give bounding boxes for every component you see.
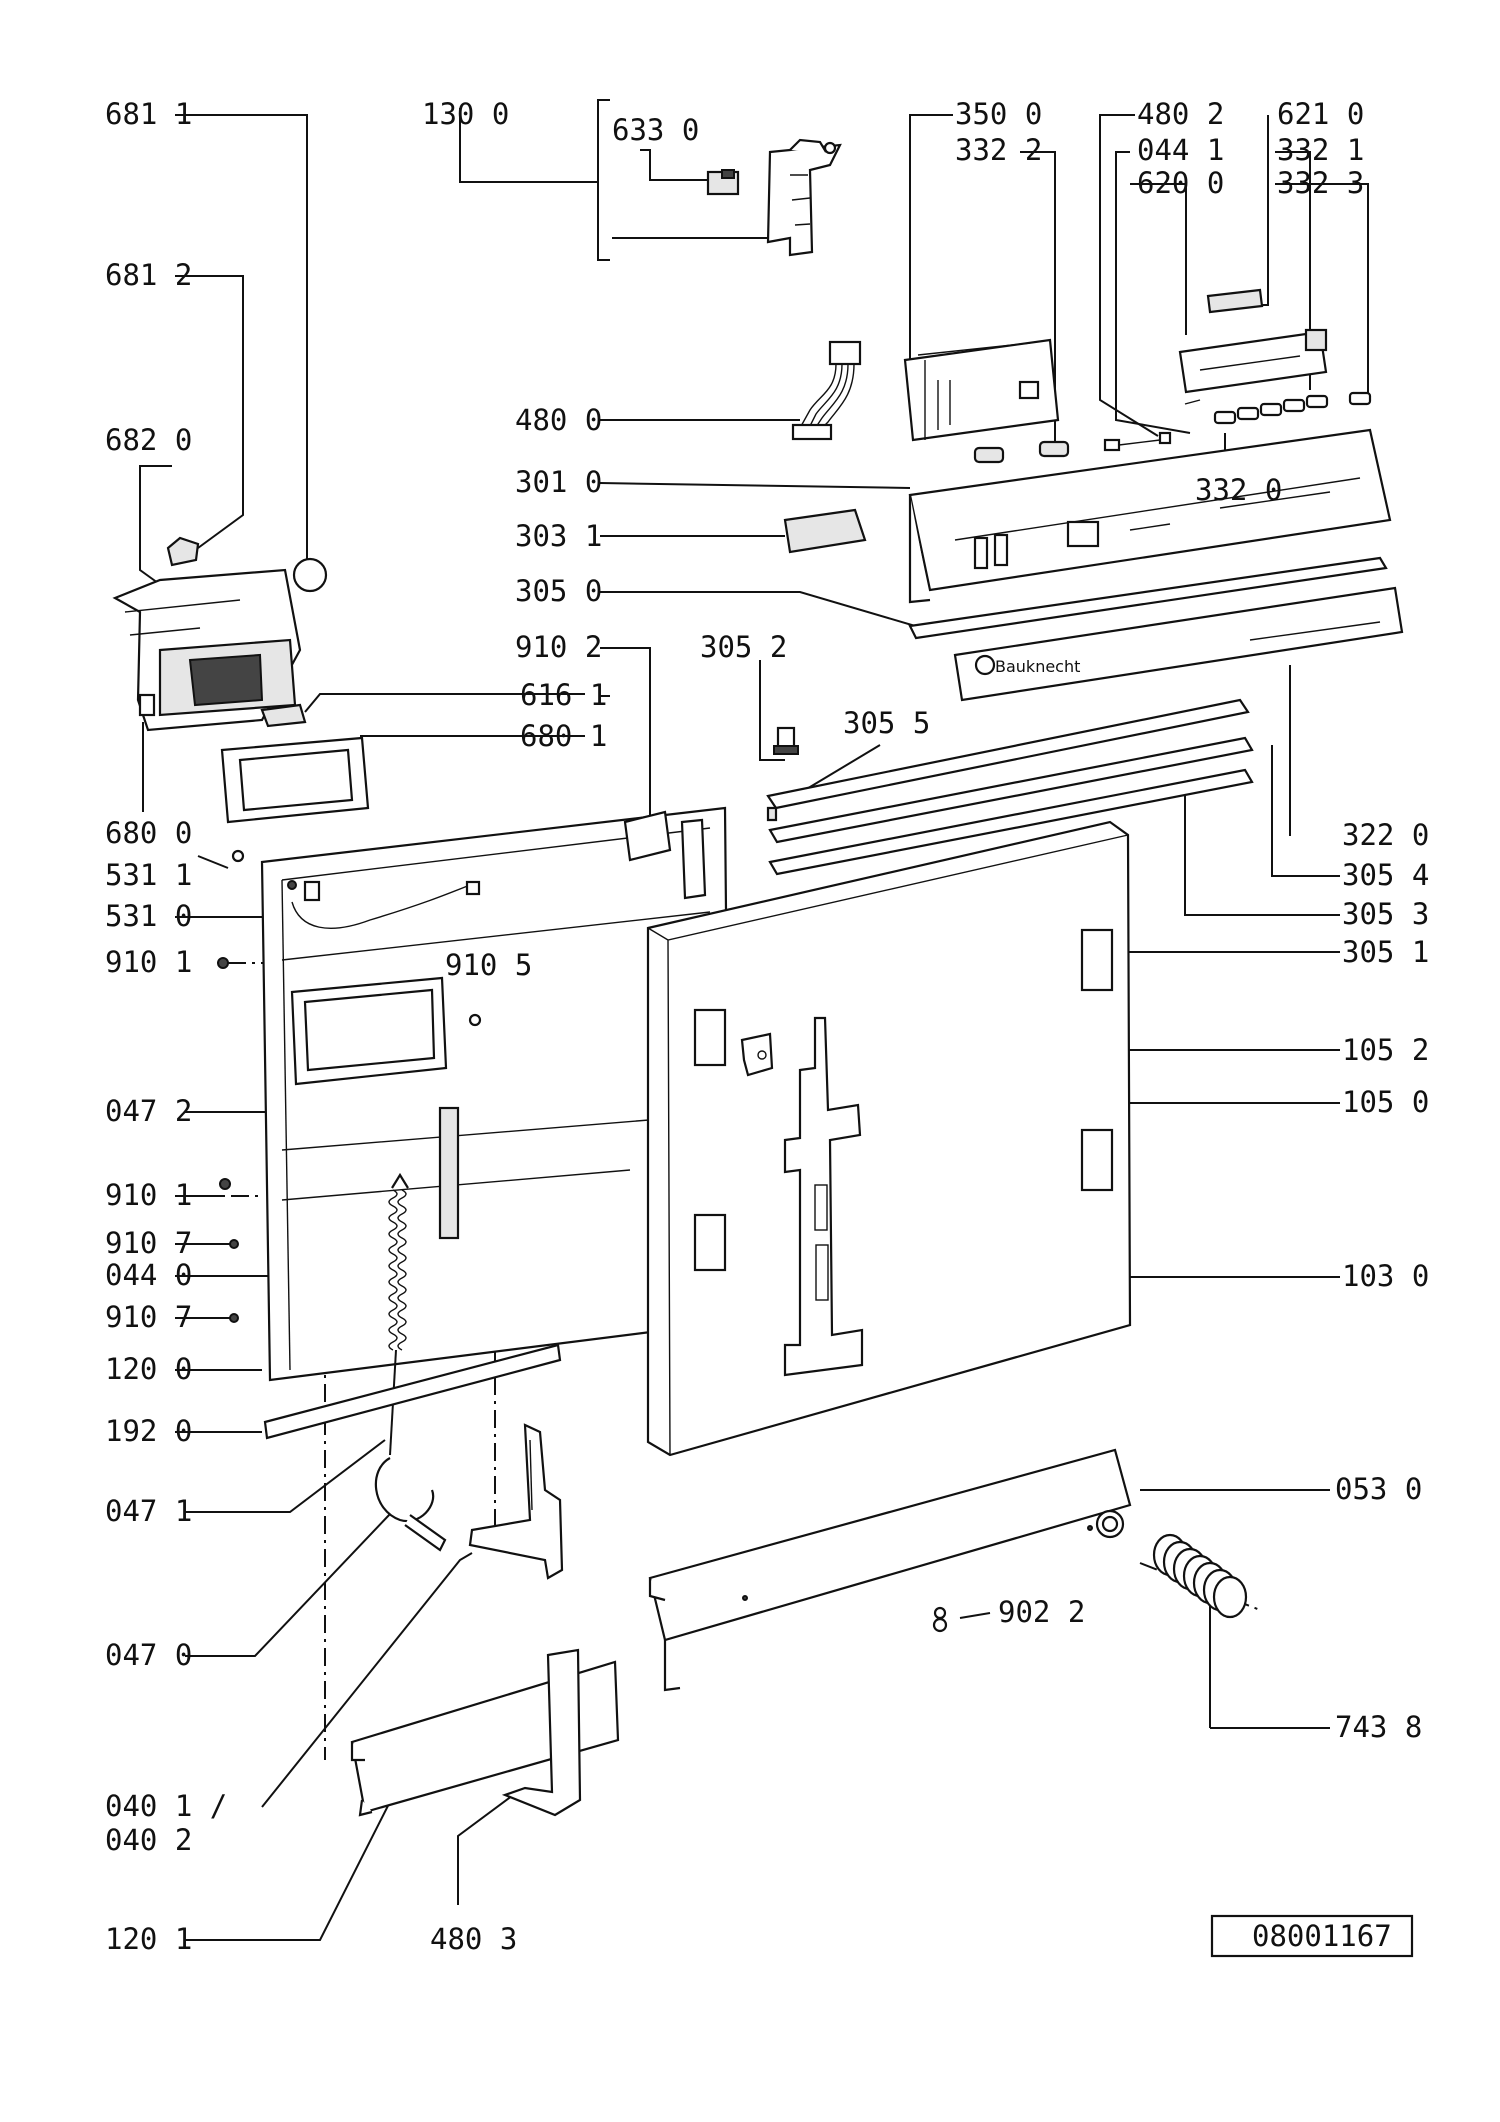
part-040-bracket xyxy=(468,1423,564,1580)
part-531-1-clip xyxy=(231,849,245,863)
part-332-1-buttons xyxy=(1213,391,1372,425)
label-305-5: 305 5 xyxy=(843,706,930,740)
label-047-1: 047 1 xyxy=(105,1494,192,1528)
label-902-2: 902 2 xyxy=(998,1595,1085,1629)
part-322-0-faceplate: Bauknecht xyxy=(953,586,1404,702)
label-040-1: 040 1 / xyxy=(105,1789,227,1823)
part-480-0-cable-harness xyxy=(791,340,862,441)
part-681-1-disk xyxy=(292,557,328,593)
part-105-0-frame xyxy=(783,1016,864,1377)
label-531-0: 531 0 xyxy=(105,899,192,933)
part-105-2-clip xyxy=(740,1032,774,1077)
part-621-0-board xyxy=(1206,288,1264,314)
label-680-0: 680 0 xyxy=(105,816,192,850)
part-480-3-handle xyxy=(501,1648,582,1817)
label-480-0: 480 0 xyxy=(515,403,602,437)
label-305-0: 305 0 xyxy=(515,574,602,608)
label-680-1: 680 1 xyxy=(520,719,607,753)
part-130-0-bracket xyxy=(766,138,842,257)
label-047-2: 047 2 xyxy=(105,1094,192,1128)
part-305-3-rail xyxy=(768,768,1254,876)
label-621-0: 621 0 xyxy=(1277,97,1364,131)
part-labels: 681 1 130 0 633 0 681 2 682 0 680 0 616 … xyxy=(105,97,1429,1956)
part-910-2-bracket xyxy=(623,810,672,862)
label-040-2: 040 2 xyxy=(105,1823,192,1857)
label-681-1: 681 1 xyxy=(105,97,192,131)
part-681-2-cap xyxy=(166,536,200,567)
part-531-0-wire xyxy=(291,884,471,929)
part-633-0-clip xyxy=(706,169,740,196)
part-480-2-connector xyxy=(1103,399,1201,452)
label-105-0: 105 0 xyxy=(1342,1085,1429,1119)
part-680-1-gasket xyxy=(220,736,370,824)
label-910-7-bottom: 910 7 xyxy=(105,1300,192,1334)
part-682-0-dispenser xyxy=(112,568,302,732)
label-105-2: 105 2 xyxy=(1342,1033,1429,1067)
part-305-4-rail xyxy=(768,736,1254,844)
label-305-2: 305 2 xyxy=(700,630,787,664)
part-531-0-connector xyxy=(303,880,481,902)
label-350-0: 350 0 xyxy=(955,97,1042,131)
label-332-1: 332 1 xyxy=(1277,133,1364,167)
part-350-0-module xyxy=(903,338,1060,442)
part-305-5-rail xyxy=(766,698,1250,822)
label-910-7-top: 910 7 xyxy=(105,1226,192,1260)
label-480-3: 480 3 xyxy=(430,1922,517,1956)
part-332-2-buttons xyxy=(973,440,1070,464)
part-120-0-inner-door xyxy=(260,806,732,1382)
label-682-0: 682 0 xyxy=(105,423,192,457)
label-480-2: 480 2 xyxy=(1137,97,1224,131)
label-303-1: 303 1 xyxy=(515,519,602,553)
label-633-0: 633 0 xyxy=(612,113,699,147)
label-910-5: 910 5 xyxy=(445,948,532,982)
part-620-0-control-board xyxy=(1178,328,1328,394)
label-120-0: 120 0 xyxy=(105,1352,192,1386)
part-305-2-pin xyxy=(773,726,799,755)
part-303-1-cover xyxy=(783,508,867,554)
label-910-1-bottom: 910 1 xyxy=(105,1178,192,1212)
part-305-0-strip xyxy=(908,556,1388,640)
brand-logo: Bauknecht xyxy=(995,657,1080,676)
label-616-1: 616 1 xyxy=(520,678,607,712)
label-305-3: 305 3 xyxy=(1342,897,1429,931)
screws xyxy=(217,957,482,1323)
part-616-1-latch xyxy=(260,703,307,728)
label-332-2: 332 2 xyxy=(955,133,1042,167)
label-130-0: 130 0 xyxy=(422,97,509,131)
label-743-8: 743 8 xyxy=(1335,1710,1422,1744)
part-047-1-hinge xyxy=(374,1457,447,1552)
label-047-0: 047 0 xyxy=(105,1638,192,1672)
label-192-0: 192 0 xyxy=(105,1414,192,1448)
label-531-1: 531 1 xyxy=(105,858,192,892)
document-number: 08001167 xyxy=(1252,1919,1392,1953)
label-044-1: 044 1 xyxy=(1137,133,1224,167)
part-103-0-outer-door xyxy=(646,820,1132,1457)
label-332-3: 332 3 xyxy=(1277,166,1364,200)
document-number-box: 08001167 xyxy=(1210,1914,1414,1958)
label-910-2: 910 2 xyxy=(515,630,602,664)
label-103-0: 103 0 xyxy=(1342,1259,1429,1293)
part-053-0-kick-plate xyxy=(648,1448,1132,1692)
part-743-8-coil xyxy=(1152,1533,1248,1619)
label-681-2: 681 2 xyxy=(105,258,192,292)
label-305-1: 305 1 xyxy=(1342,935,1429,969)
label-620-0: 620 0 xyxy=(1137,166,1224,200)
label-305-4: 305 4 xyxy=(1342,858,1429,892)
part-902-2-screw xyxy=(932,1606,948,1633)
part-301-0-control-panel xyxy=(908,428,1392,604)
label-910-1-top: 910 1 xyxy=(105,945,192,979)
label-044-0: 044 0 xyxy=(105,1258,192,1292)
part-192-0-strip xyxy=(263,1343,562,1440)
label-301-0: 301 0 xyxy=(515,465,602,499)
label-322-0: 322 0 xyxy=(1342,818,1429,852)
label-120-1: 120 1 xyxy=(105,1922,192,1956)
label-053-0: 053 0 xyxy=(1335,1472,1422,1506)
label-332-0: 332 0 xyxy=(1195,473,1282,507)
